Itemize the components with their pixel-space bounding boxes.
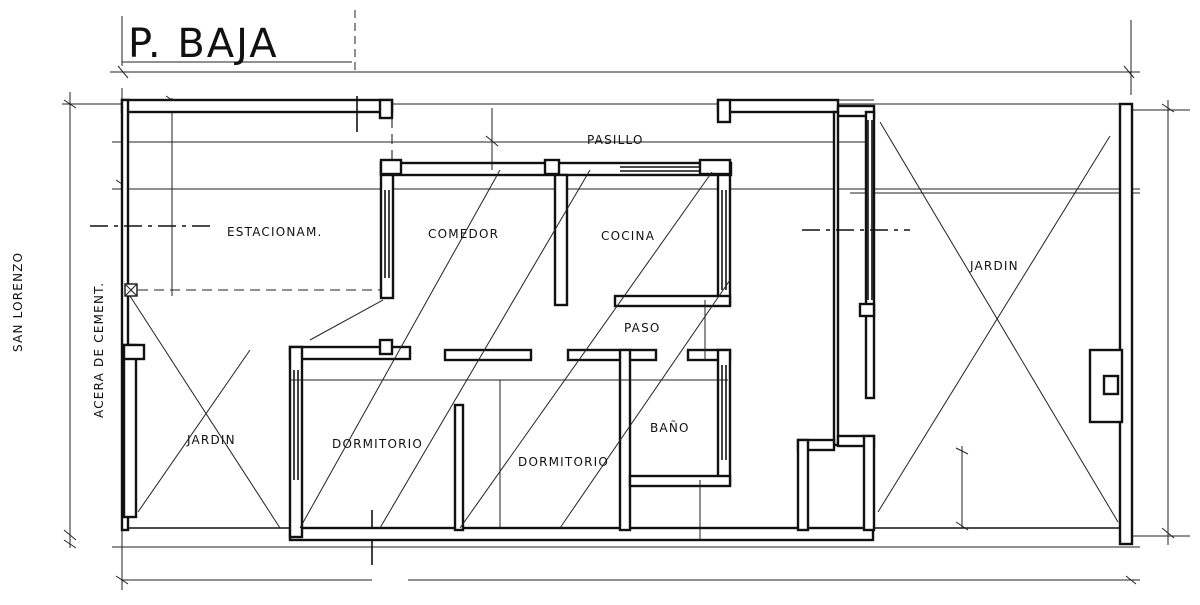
room-label-dormitorio-1: DORMITORIO [332, 437, 424, 451]
exterior-walls [120, 96, 1134, 546]
garden-crosses [129, 121, 1119, 529]
meter-box-icon [124, 283, 138, 297]
room-label-jardin-back: JARDIN [970, 259, 1019, 273]
room-label-bano: BAÑO [650, 421, 690, 435]
axis-lines [90, 225, 910, 291]
street-label: SAN LORENZO [11, 251, 25, 352]
sidewalk-label: ACERA DE CEMENT. [92, 281, 106, 418]
room-label-dormitorio-2: DORMITORIO [518, 455, 610, 469]
room-label-estacionam: ESTACIONAM. [227, 225, 323, 239]
room-label-comedor: COMEDOR [428, 227, 500, 241]
right-dimension-lines [1128, 100, 1190, 545]
room-label-pasillo: PASILLO [587, 133, 644, 147]
room-label-cocina: COCINA [601, 229, 656, 243]
room-label-jardin-front: JARDIN [187, 433, 236, 447]
slab-hatching [299, 169, 731, 529]
construction-lines [290, 99, 969, 540]
room-label-paso: PASO [624, 321, 661, 335]
title-frame [121, 10, 356, 70]
plan-title: P. BAJA [128, 21, 279, 67]
interior-walls [288, 158, 876, 539]
windows [293, 120, 873, 480]
